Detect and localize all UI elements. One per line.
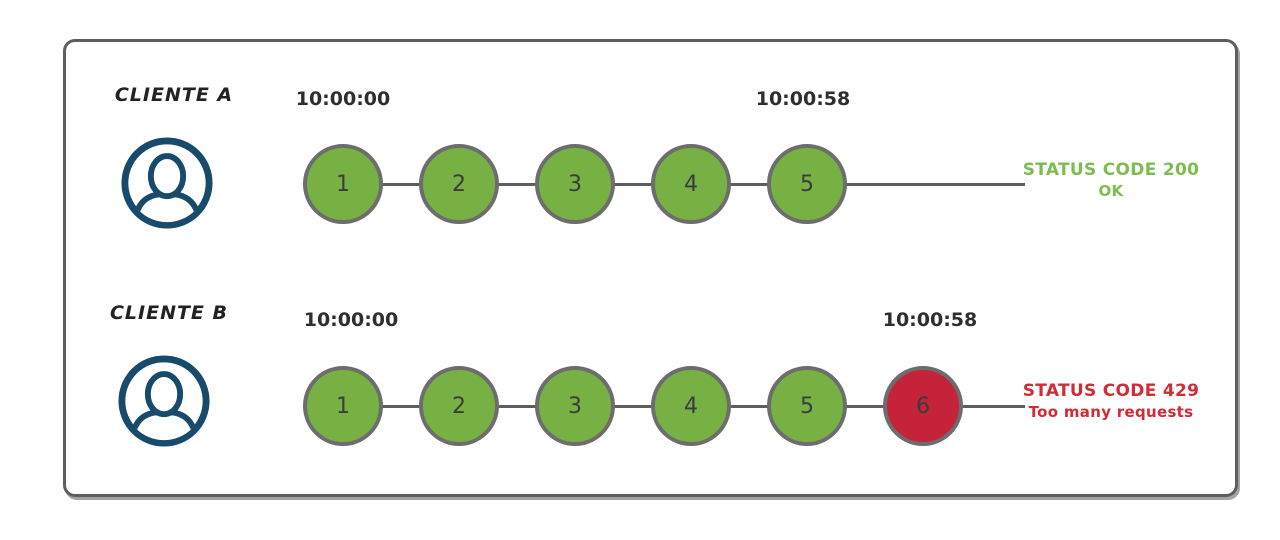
request-circle-6: 6 (883, 366, 963, 446)
status-text: STATUS CODE 429 Too many requests (1016, 381, 1206, 421)
request-circle-3: 3 (535, 366, 615, 446)
status-message-line: Too many requests (1028, 403, 1194, 422)
timeline-line (343, 183, 1025, 186)
status-message-line: OK (1098, 182, 1124, 201)
request-circle-2: 2 (419, 144, 499, 224)
start-timestamp: 10:00:00 (295, 88, 391, 110)
user-avatar-icon (117, 354, 211, 448)
request-circle-2: 2 (419, 366, 499, 446)
status-text: STATUS CODE 200 OK (1016, 160, 1206, 200)
status-code-line: STATUS CODE 429 (1022, 381, 1200, 401)
end-timestamp: 10:00:58 (755, 88, 851, 110)
request-circle-4: 4 (651, 366, 731, 446)
request-circle-5: 5 (767, 366, 847, 446)
user-avatar-icon (120, 136, 214, 230)
timeline-line (343, 405, 1025, 408)
end-timestamp: 10:00:58 (882, 309, 978, 331)
request-circle-1: 1 (303, 366, 383, 446)
client-a-label: CLIENTE A (114, 84, 234, 106)
request-circle-5: 5 (767, 144, 847, 224)
request-circle-3: 3 (535, 144, 615, 224)
status-code-line: STATUS CODE 200 (1022, 160, 1200, 180)
request-circle-4: 4 (651, 144, 731, 224)
client-b-label: CLIENTE B (109, 302, 229, 324)
request-circle-1: 1 (303, 144, 383, 224)
start-timestamp: 10:00:00 (303, 309, 399, 331)
